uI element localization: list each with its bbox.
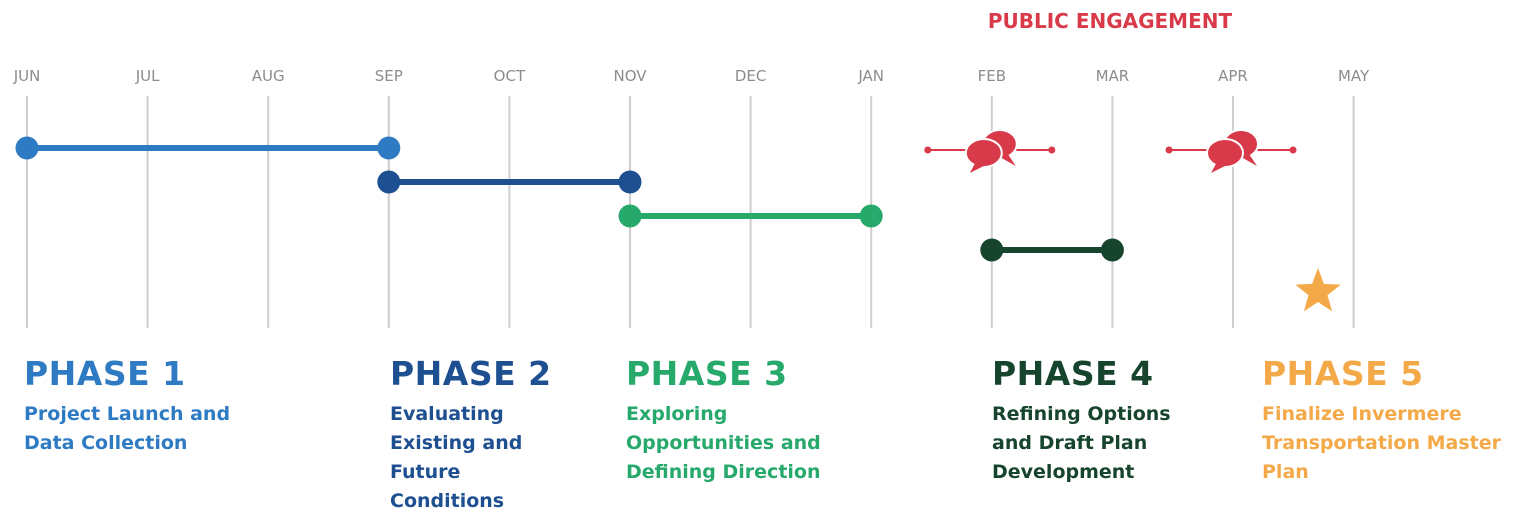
month-label-jan: JAN: [857, 67, 884, 85]
phase-1-block: PHASE 1 Project Launch and Data Collecti…: [24, 352, 230, 458]
month-label-sep: SEP: [375, 67, 403, 85]
phase-3-title: PHASE 3: [626, 354, 788, 393]
phase-2-block: PHASE 2 Evaluating Existing and Future C…: [390, 352, 552, 516]
engagement-range-start: [924, 146, 932, 154]
phase-3-end-marker: [859, 204, 883, 228]
speech-bubbles-icon: [1206, 129, 1259, 173]
month-label-apr: APR: [1218, 67, 1248, 85]
star-icon: [1295, 268, 1341, 312]
phase-2-end-marker: [618, 170, 642, 194]
phase-1-title: PHASE 1: [24, 354, 186, 393]
speech-bubbles-icon: [964, 129, 1018, 173]
phase-3-description: Exploring Opportunities and Defining Dir…: [626, 403, 821, 483]
phase-5-description: Finalize Invermere Transportation Master…: [1262, 403, 1501, 483]
phase-2-start-marker: [377, 170, 401, 194]
phase-4-title: PHASE 4: [992, 354, 1154, 393]
month-label-aug: AUG: [252, 67, 285, 85]
phase-4-block: PHASE 4 Refining Options and Draft Plan …: [992, 352, 1171, 487]
month-label-jun: JUN: [13, 67, 41, 85]
phase-2-description: Evaluating Existing and Future Condition…: [390, 403, 523, 512]
month-label-jul: JUL: [135, 67, 160, 85]
phase-4-start-marker: [980, 238, 1004, 262]
phase-4-description: Refining Options and Draft Plan Developm…: [992, 403, 1171, 483]
month-label-feb: FEB: [978, 67, 1006, 85]
public-engagement-event-2: [1165, 129, 1297, 173]
phase-3-block: PHASE 3 Exploring Opportunities and Defi…: [626, 352, 821, 487]
public-engagement-event-1: [924, 129, 1056, 173]
phase-3-start-marker: [618, 204, 642, 228]
phase-1-end-marker: [377, 136, 401, 160]
public-engagement-title: PUBLIC ENGAGEMENT: [988, 9, 1233, 33]
month-label-may: MAY: [1338, 67, 1370, 85]
month-label-dec: DEC: [735, 67, 767, 85]
phase-1-start-marker: [15, 136, 39, 160]
month-label-mar: MAR: [1096, 67, 1130, 85]
engagement-range-start: [1165, 146, 1173, 154]
engagement-range-end: [1048, 146, 1056, 154]
engagement-range-end: [1289, 146, 1297, 154]
phase-2-title: PHASE 2: [390, 354, 552, 393]
phase-5-title: PHASE 5: [1262, 354, 1424, 393]
phase-5-block: PHASE 5 Finalize Invermere Transportatio…: [1262, 352, 1501, 487]
phase-4-end-marker: [1100, 238, 1124, 262]
phase-1-description: Project Launch and Data Collection: [24, 403, 231, 454]
month-label-oct: OCT: [494, 67, 526, 85]
month-label-nov: NOV: [613, 67, 647, 85]
